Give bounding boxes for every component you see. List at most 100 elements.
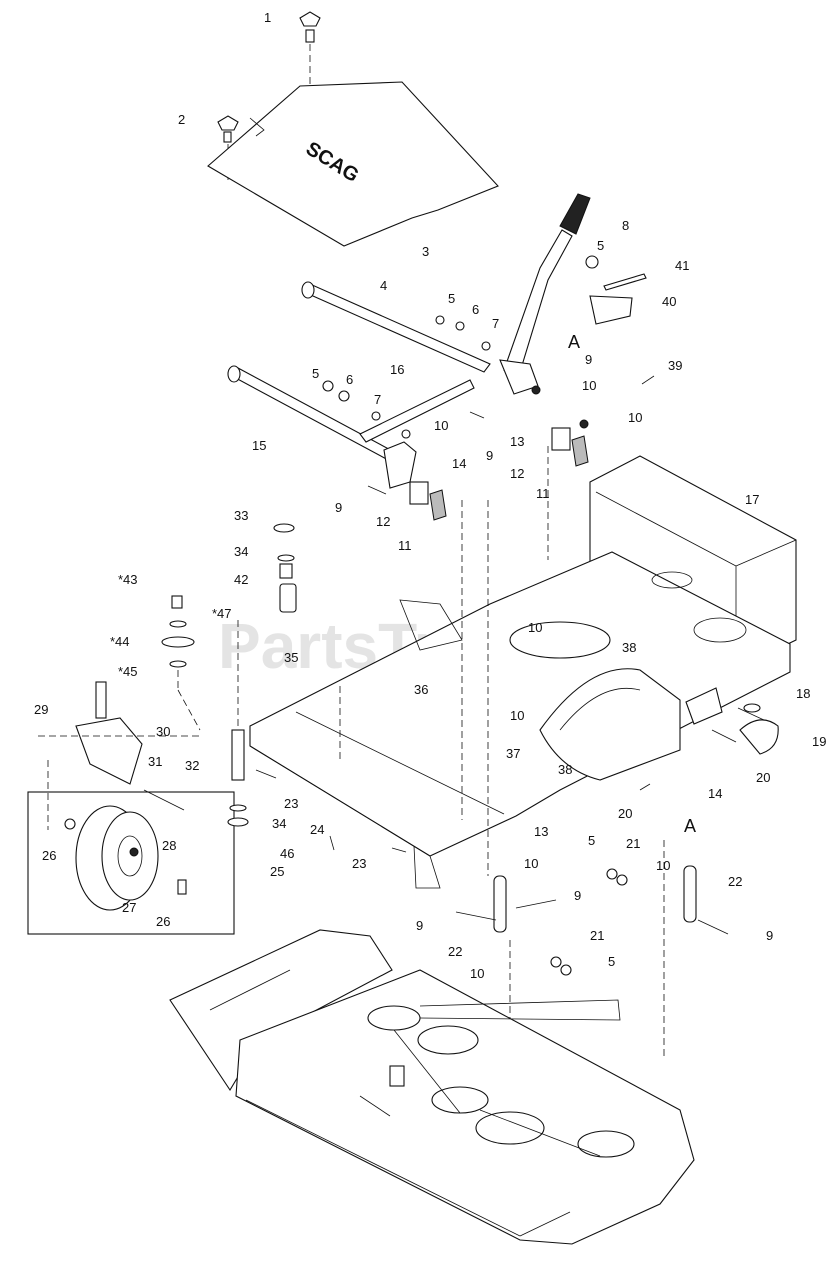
callout-label-8: 8 <box>622 218 629 233</box>
pin-part-41 <box>603 273 647 291</box>
callout-label-21: 21 <box>590 928 604 943</box>
callout-label-5: 5 <box>312 366 319 381</box>
callout-label-41: 41 <box>675 258 689 273</box>
callout-label-9: 9 <box>766 928 773 943</box>
callout-label-26: 26 <box>42 848 56 863</box>
callout-label-29: 29 <box>34 702 48 717</box>
callout-label-15: 15 <box>252 438 266 453</box>
mower-deck <box>169 929 695 1245</box>
callout-label-2: 2 <box>178 112 185 127</box>
callout-label-9: 9 <box>486 448 493 463</box>
callout-label-10: 10 <box>656 858 670 873</box>
callout-label-38: 38 <box>558 762 572 777</box>
callout-label-33: 33 <box>234 508 248 523</box>
caster-hardware-part-43-44-45-47 <box>161 595 195 690</box>
lift-chain-part-22-center <box>455 500 557 1080</box>
callout-label-star-44: *44 <box>110 634 130 649</box>
callout-label-23: 23 <box>352 856 366 871</box>
callout-label-34: 34 <box>272 816 286 831</box>
part-14-mount <box>685 687 723 725</box>
callout-label-20: 20 <box>756 770 770 785</box>
callout-label-20: 20 <box>618 806 632 821</box>
callout-label-9: 9 <box>574 888 581 903</box>
callout-label-5: 5 <box>448 291 455 306</box>
callout-label-31: 31 <box>148 754 162 769</box>
callout-label-star-47: *47 <box>212 606 232 621</box>
callout-label-9: 9 <box>416 918 423 933</box>
callout-label-14: 14 <box>708 786 722 801</box>
part-20-bolts <box>639 729 737 791</box>
callout-label-10: 10 <box>510 708 524 723</box>
bracket-part-12-right <box>551 427 571 451</box>
callout-label-42: 42 <box>234 572 248 587</box>
lift-chain-part-22-right <box>550 840 729 1060</box>
knob-part-1 <box>299 11 321 86</box>
bracket-part-11-left <box>429 489 447 521</box>
callout-label-9: 9 <box>335 500 342 515</box>
callout-label-10: 10 <box>582 378 596 393</box>
part-19-guard <box>739 719 779 755</box>
assembly-guide-lines <box>177 446 549 820</box>
callout-label-22: 22 <box>728 874 742 889</box>
callout-label-39: 39 <box>668 358 682 373</box>
callout-label-star-45: *45 <box>118 664 138 679</box>
callout-label-19: 19 <box>812 734 826 749</box>
callout-label-22: 22 <box>448 944 462 959</box>
callout-label-1: 1 <box>264 10 271 25</box>
bracket-part-14 <box>383 441 417 489</box>
callout-label-46: 46 <box>280 846 294 861</box>
callout-label-36: 36 <box>414 682 428 697</box>
callout-label-23: 23 <box>284 796 298 811</box>
callout-label-14: 14 <box>452 456 466 471</box>
bracket-part-11-right <box>571 435 589 467</box>
callout-label-10: 10 <box>528 620 542 635</box>
callout-label-5: 5 <box>597 238 604 253</box>
callout-label-11: 11 <box>536 486 550 501</box>
pivot-stack-part-33-34-42 <box>237 523 297 730</box>
section-letter-a-bottom: A <box>684 816 696 836</box>
caster-wheel-assembly-part-25 <box>27 791 235 935</box>
callout-label-9: 9 <box>585 352 592 367</box>
floor-plate-part-3: SCAG <box>207 81 499 247</box>
part-18-bolt <box>737 703 765 721</box>
callout-label-28: 28 <box>162 838 176 853</box>
lift-handle-part-8 <box>499 193 591 395</box>
callout-label-17: 17 <box>745 492 759 507</box>
callout-label-6: 6 <box>346 372 353 387</box>
callout-label-5: 5 <box>588 833 595 848</box>
callout-label-7: 7 <box>374 392 381 407</box>
callout-label-3: 3 <box>422 244 429 259</box>
bracket-part-40 <box>589 295 633 325</box>
callout-label-21: 21 <box>626 836 640 851</box>
callout-label-5: 5 <box>608 954 615 969</box>
callout-label-10: 10 <box>524 856 538 871</box>
belt-cover-part-38 <box>539 668 681 781</box>
hardware-cluster <box>322 255 655 495</box>
callout-label-13: 13 <box>510 434 524 449</box>
callout-label-34: 34 <box>234 544 248 559</box>
callout-label-7: 7 <box>492 316 499 331</box>
callout-label-24: 24 <box>310 822 324 837</box>
bracket-part-12-left <box>409 481 429 505</box>
lift-rod-part-15 <box>227 365 399 463</box>
callout-label-30: 30 <box>156 724 170 739</box>
callout-label-10: 10 <box>628 410 642 425</box>
callout-label-35: 35 <box>284 650 298 665</box>
callout-label-32: 32 <box>185 758 199 773</box>
section-letter-a-top: A <box>568 332 580 352</box>
callout-label-40: 40 <box>662 294 676 309</box>
callout-label-4: 4 <box>380 278 387 293</box>
callout-label-18: 18 <box>796 686 810 701</box>
callout-label-star-43: *43 <box>118 572 138 587</box>
callout-label-26: 26 <box>156 914 170 929</box>
callout-label-25: 25 <box>270 864 284 879</box>
callout-label-6: 6 <box>472 302 479 317</box>
callout-label-16: 16 <box>390 362 404 377</box>
callout-label-37: 37 <box>506 746 520 761</box>
callout-label-10: 10 <box>434 418 448 433</box>
callout-label-12: 12 <box>510 466 524 481</box>
lift-link-part-16 <box>359 379 475 443</box>
callout-label-12: 12 <box>376 514 390 529</box>
